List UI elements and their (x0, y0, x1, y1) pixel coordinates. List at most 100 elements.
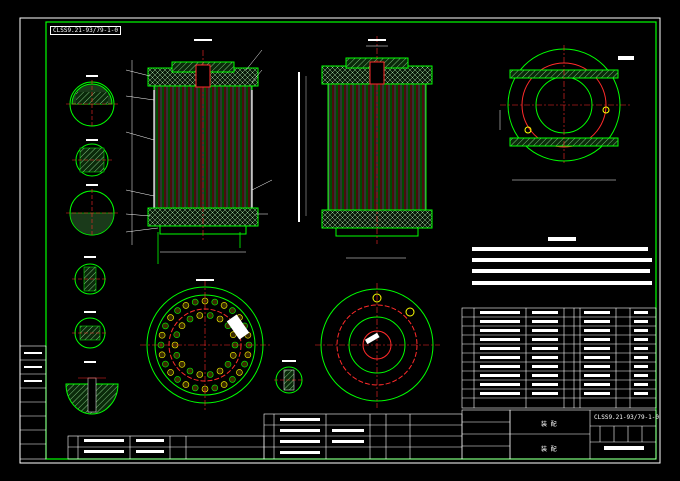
tube-hole (174, 376, 181, 383)
parts-row-text (634, 374, 648, 377)
parts-row-text (584, 356, 610, 359)
parts-row-text (584, 365, 610, 368)
callout-leaders (125, 49, 273, 233)
tube-hole (186, 315, 194, 323)
parts-row-text (584, 329, 610, 332)
tube-hole (196, 312, 204, 319)
parts-row-text (634, 356, 648, 359)
section-detail-a (66, 75, 118, 128)
tube-hole (224, 360, 232, 368)
tube-hole (220, 381, 228, 388)
parts-row-text (634, 311, 648, 314)
tube-hole (173, 331, 181, 339)
parts-row-text (584, 374, 610, 377)
section-detail-b (72, 139, 112, 177)
section-detail-e (72, 311, 108, 349)
drawing-code-box: CLSS9.21-93/79-1-0 (50, 26, 122, 35)
parts-row-text (584, 338, 610, 341)
parts-row-text (532, 356, 558, 359)
parts-row-text (480, 365, 520, 368)
tube-hole (162, 322, 169, 330)
tube-hole (158, 351, 166, 359)
tube-hole (206, 312, 214, 319)
flange-plan-view (315, 283, 440, 408)
tube-hole (244, 351, 252, 359)
parts-row-text (532, 347, 558, 350)
tube-hole (158, 331, 166, 339)
tube-hole (216, 315, 224, 323)
section-detail-d (72, 256, 108, 295)
tube-hole (229, 351, 237, 359)
parts-row-text (480, 383, 520, 386)
parts-row-text (480, 311, 520, 314)
tube-hole (173, 351, 181, 359)
tube-hole (178, 360, 186, 368)
parts-row-text (532, 374, 558, 377)
parts-row-text (532, 338, 558, 341)
tubesheet-plan-view (140, 279, 270, 410)
tube-hole (162, 360, 169, 368)
parts-row-text (634, 320, 648, 323)
tube-hole (236, 369, 243, 376)
parts-row-text (532, 320, 558, 323)
tube-hole (174, 307, 181, 314)
top-plan-view (499, 45, 634, 181)
parts-row-text (584, 347, 610, 350)
parts-row-text (480, 347, 520, 350)
tube-hole (167, 314, 174, 321)
tube-hole (182, 381, 190, 388)
parts-row-text (634, 392, 648, 395)
sheet-outer-frame (19, 17, 661, 464)
title-block-label-1: 装 配 (541, 421, 557, 428)
section-detail-f (65, 361, 119, 415)
parts-row-text (480, 320, 520, 323)
tube-hole (178, 322, 186, 330)
parts-row-text (634, 365, 648, 368)
title-block-label-2: 装 配 (541, 446, 557, 453)
tube-hole (182, 302, 190, 309)
parts-row-text (532, 383, 558, 386)
tube-hole (211, 298, 219, 306)
tube-hole (191, 384, 199, 392)
parts-row-text (480, 392, 520, 395)
title-block (461, 409, 657, 460)
parts-row-text (584, 392, 610, 395)
tube-hole (220, 302, 228, 309)
tube-hole (191, 298, 199, 306)
parts-row-text (634, 338, 648, 341)
parts-row-text (584, 320, 610, 323)
tube-hole (229, 307, 236, 314)
parts-row-text (480, 374, 520, 377)
tube-hole (206, 371, 214, 378)
tube-hole (241, 360, 248, 368)
tube-hole (167, 369, 174, 376)
reference-table-right (263, 413, 463, 460)
parts-row-text (532, 311, 558, 314)
revision-strip (19, 345, 47, 460)
parts-row-text (584, 311, 610, 314)
parts-row-text (480, 329, 520, 332)
parts-row-text (584, 383, 610, 386)
parts-row-text (480, 356, 520, 359)
parts-row-text (480, 338, 520, 341)
parts-row-text (634, 383, 648, 386)
technical-notes (472, 237, 652, 285)
reference-table-left (67, 435, 265, 460)
tube-hole (229, 376, 236, 383)
tube-hole (186, 367, 194, 375)
section-detail-c (66, 184, 118, 237)
side-elevation-view (298, 36, 433, 259)
parts-row-text (532, 392, 558, 395)
tube-hole (211, 384, 219, 392)
parts-list-table (461, 307, 657, 409)
front-elevation-view (131, 39, 259, 264)
tube-hole (216, 367, 224, 375)
parts-row-text (634, 329, 648, 332)
drawing-code-title-block: CLSS9.21-93/79-1-0 (594, 414, 660, 421)
tube-hole (196, 371, 204, 378)
parts-row-text (532, 329, 558, 332)
parts-row-text (634, 347, 648, 350)
small-section-detail (274, 360, 304, 394)
